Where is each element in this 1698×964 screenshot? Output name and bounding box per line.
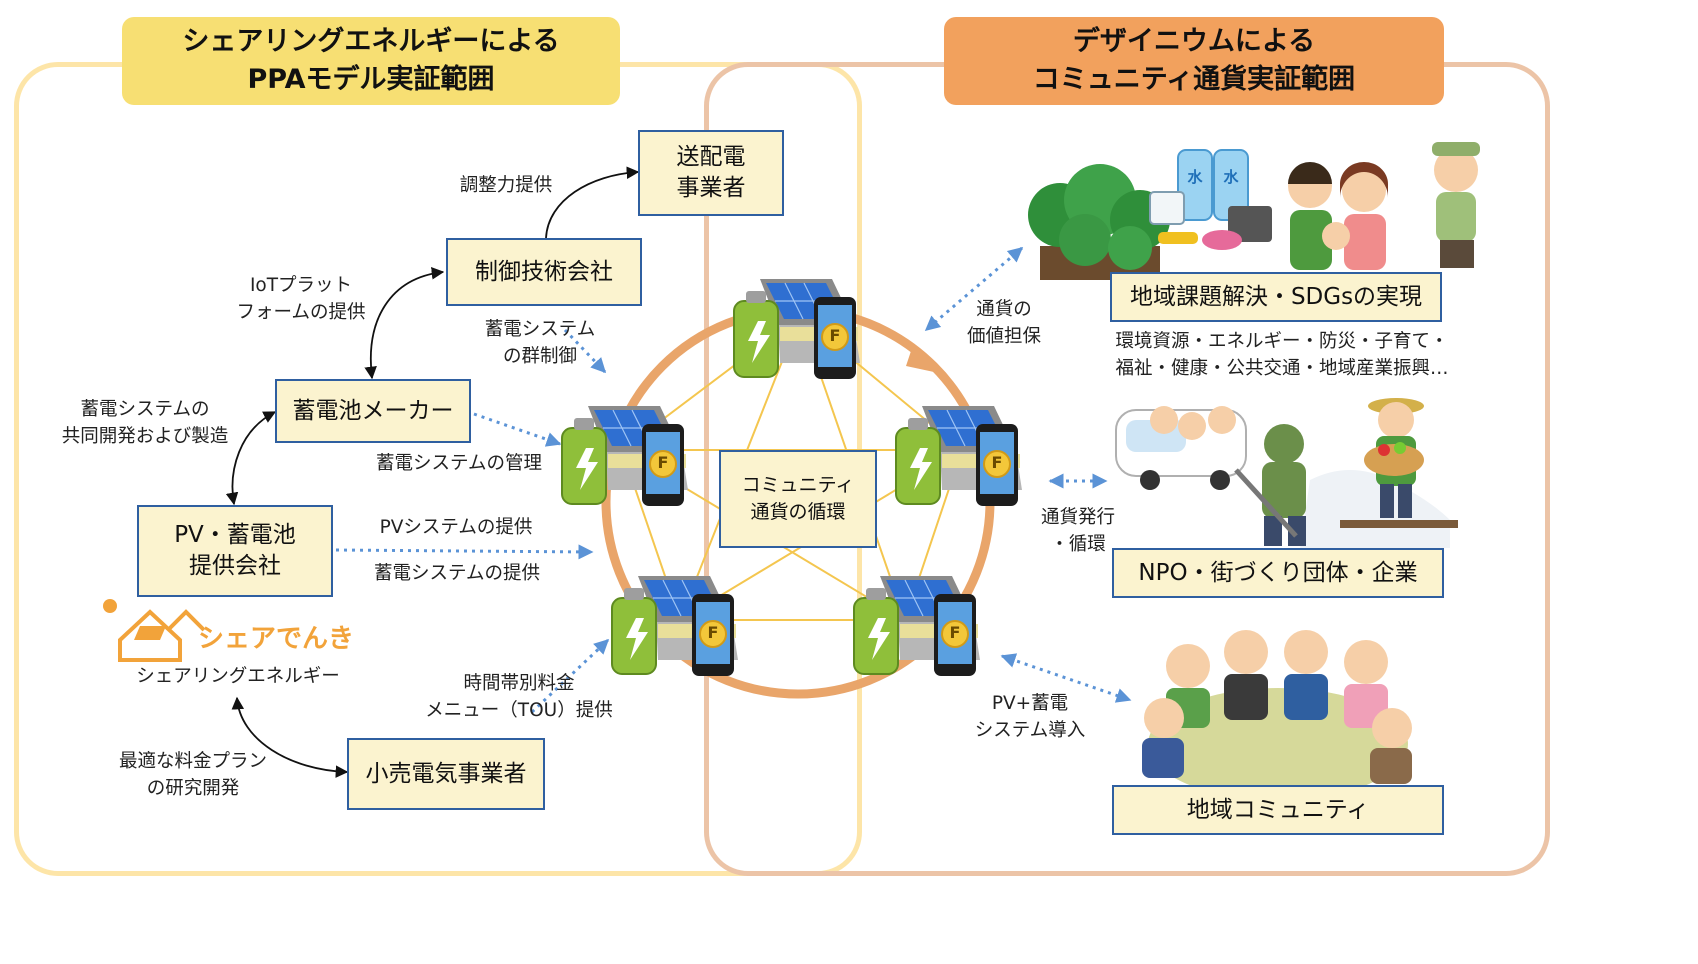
community-currency-center-box: コミュニティ 通貨の循環: [719, 450, 877, 548]
share-denki-brand: シェアでんき: [198, 624, 355, 654]
farmer-illustration: [1340, 398, 1458, 528]
label-pv-supply: PVシステムの提供: [379, 517, 533, 538]
label-pricing-research: 最適な料金プラン の研究開発: [118, 751, 267, 799]
coin-icon-bottom-right: F: [949, 623, 961, 642]
label-adjustment-supply: 調整力提供: [459, 175, 553, 196]
local-issues-box: 地域課題解決・SDGsの実現: [1110, 272, 1442, 322]
label-storage-supply: 蓄電システムの提供: [374, 563, 540, 584]
family-illustration: [1288, 142, 1480, 270]
coin-icon-top: F: [829, 326, 841, 345]
control-company-box: 制御技術会社: [446, 238, 642, 306]
label-currency-issuance: 通貨発行 ・循環: [1040, 507, 1115, 555]
coin-icon-right: F: [991, 453, 1003, 472]
car-snow-illustration: [1115, 406, 1450, 548]
label-tou-menu: 時間帯別料金 メニュー（TOU）提供: [425, 673, 613, 721]
coin-icon-bottom-left: F: [707, 623, 719, 642]
local-community-box: 地域コミュニティ: [1112, 785, 1444, 835]
arrow-control-to-transmission: [545, 166, 640, 239]
water-label-2: 水: [1223, 168, 1239, 186]
pv-battery-provider-box: PV・蓄電池 提供会社: [137, 505, 333, 597]
label-currency-value: 通貨の 価値担保: [966, 299, 1041, 347]
left-scope-header: シェアリングエネルギーによる PPAモデル実証範囲: [122, 17, 620, 105]
dotted-arrow-value: [924, 246, 1024, 332]
water-label-1: 水: [1187, 168, 1203, 186]
label-group-control: 蓄電システム の群制御: [484, 319, 596, 367]
transmission-operator-box: 送配電 事業者: [638, 130, 784, 216]
ring-arrowhead: [906, 348, 934, 372]
right-scope-header: デザイニウムによる コミュニティ通貨実証範囲: [944, 17, 1444, 105]
label-iot-platform: IoTプラット フォームの提供: [236, 275, 366, 323]
share-denki-caption: シェアリングエネルギー: [136, 666, 340, 687]
dotted-arrow-pv-supply: [335, 544, 594, 560]
label-issue-areas: 環境資源・エネルギー・防災・子育て・ 福祉・健康・公共交通・地域産業振興…: [1115, 331, 1449, 379]
dotted-arrow-battery-manage: [473, 412, 562, 447]
dotted-arrow-pv-install: [1000, 653, 1132, 703]
dotted-arrow-group-control: [563, 328, 607, 374]
dotted-arrow-tou: [530, 638, 610, 714]
battery-maker-box: 蓄電池メーカー: [275, 379, 471, 443]
arrow-logo-retailer: [231, 696, 349, 778]
supplies-illustration: [1149, 149, 1272, 250]
label-storage-management: 蓄電システムの管理: [376, 453, 542, 474]
label-codevelopment: 蓄電システムの 共同開発および製造: [61, 399, 229, 447]
npo-box: NPO・街づくり団体・企業: [1112, 548, 1444, 598]
meeting-illustration: [1142, 630, 1412, 800]
label-pv-storage-install: PV+蓄電 システム導入: [974, 693, 1086, 741]
electricity-retailer-box: 小売電気事業者: [347, 738, 545, 810]
share-denki-logo-mark: [103, 599, 206, 662]
arrow-battery-pv: [225, 411, 277, 506]
arrow-control-battery: [364, 267, 445, 380]
coin-icon-left: F: [657, 453, 669, 472]
forest-illustration: [1028, 164, 1170, 280]
